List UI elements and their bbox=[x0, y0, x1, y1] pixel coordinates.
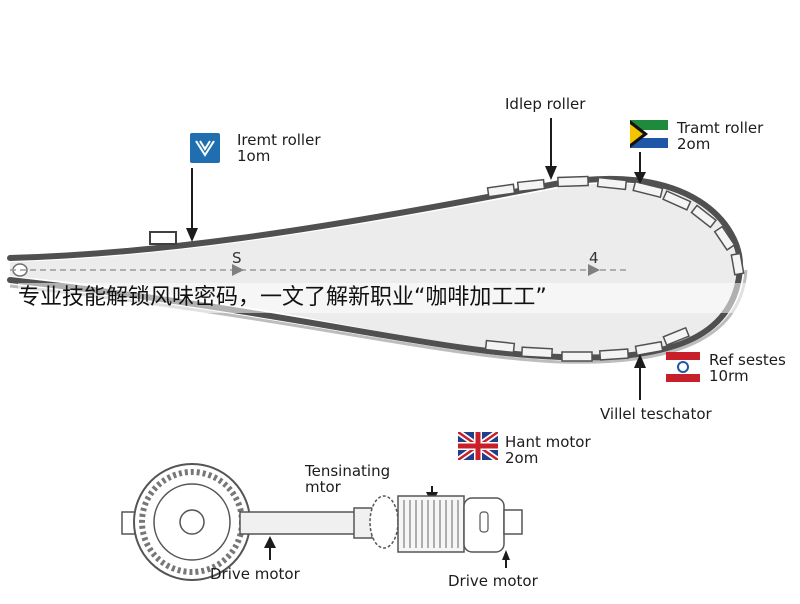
flag-icon-green bbox=[630, 120, 668, 148]
idle-roller-label: Idlep roller bbox=[505, 95, 586, 113]
gear-disc bbox=[369, 495, 399, 549]
roller bbox=[520, 346, 553, 359]
flywheel-center bbox=[179, 509, 205, 535]
tramt-roller-left-label: Iremt roller bbox=[237, 131, 321, 149]
belt-upper-strand bbox=[7, 175, 744, 271]
marker-4: 4 bbox=[589, 249, 599, 267]
centre-arrow-right bbox=[588, 264, 600, 276]
roller bbox=[662, 190, 692, 211]
hant-motor-length: 2om bbox=[505, 449, 539, 467]
bottom-rollers bbox=[484, 326, 690, 362]
centre-arrow-left bbox=[232, 264, 244, 276]
roller bbox=[557, 175, 589, 188]
tramt-roller-right-label: Tramt roller bbox=[677, 119, 764, 137]
marker-s: S bbox=[232, 249, 242, 267]
tensinating-motor-label-line2: mtor bbox=[305, 478, 341, 496]
roller bbox=[713, 225, 736, 251]
roller bbox=[596, 176, 628, 191]
tramt-roller-right-length: 2om bbox=[677, 135, 711, 153]
motor-endcap-slot bbox=[479, 511, 489, 533]
roller bbox=[730, 252, 745, 276]
roller bbox=[598, 348, 630, 361]
callout-arrows bbox=[186, 118, 646, 568]
roller bbox=[632, 180, 664, 199]
roller bbox=[561, 351, 593, 362]
roller bbox=[484, 339, 516, 354]
motor-fins bbox=[403, 500, 459, 548]
top-rollers bbox=[486, 175, 745, 276]
roller bbox=[486, 183, 516, 198]
drive-shaft bbox=[239, 511, 361, 535]
roller bbox=[662, 326, 690, 347]
motor-rear-shaft bbox=[503, 509, 523, 535]
motor-body bbox=[397, 495, 465, 553]
ref-sestes-length: 10rm bbox=[709, 367, 749, 385]
roller bbox=[634, 340, 664, 357]
drive-assembly bbox=[121, 463, 523, 581]
ref-sestes-label: Ref sestes bbox=[709, 351, 786, 369]
blue-sign-icon bbox=[190, 133, 220, 163]
tramt-roller-left-length: 1om bbox=[237, 147, 271, 165]
belt-bracket bbox=[149, 231, 177, 245]
hant-motor-label: Hant motor bbox=[505, 433, 591, 451]
uk-flag-icon bbox=[456, 429, 500, 463]
flag-icon-red bbox=[666, 352, 700, 382]
roller bbox=[690, 204, 717, 229]
villel-teschator-label: Villel teschator bbox=[600, 405, 712, 423]
drive-motor-right-label: Drive motor bbox=[448, 572, 538, 590]
roller bbox=[516, 178, 546, 193]
tensinating-motor-label: Tensinating bbox=[305, 462, 391, 480]
drive-motor-left-label: Drive motor bbox=[210, 565, 300, 583]
overlay-caption: 专业技能解锁风味密码，一文了解新职业“咖啡加工工” bbox=[18, 283, 788, 313]
